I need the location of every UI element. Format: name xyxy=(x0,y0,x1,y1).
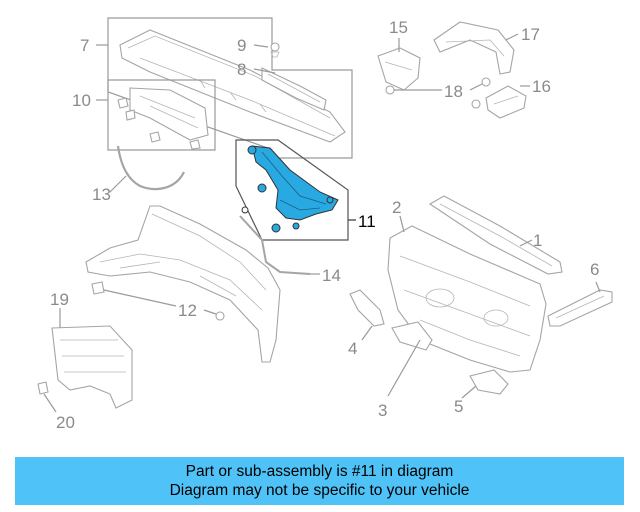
part-14-hose xyxy=(239,215,311,275)
callout-18: 18 xyxy=(444,82,463,101)
callout-9: 9 xyxy=(237,36,246,55)
callout-8: 8 xyxy=(237,60,246,79)
part-20-clip xyxy=(37,381,49,395)
group-box-11 xyxy=(235,139,349,241)
part-13-hose xyxy=(116,145,185,191)
callout-11: 11 xyxy=(358,212,376,231)
part-5-bracket xyxy=(469,369,509,395)
group-box-10 xyxy=(107,79,216,151)
callout-13: 13 xyxy=(92,185,111,204)
callout-4: 4 xyxy=(348,339,357,358)
left-cowl-side-assembly xyxy=(85,205,281,363)
part-9-clip xyxy=(270,42,280,58)
part-11-cowl-bracket-highlighted xyxy=(241,145,339,233)
callout-19: 19 xyxy=(50,290,69,309)
banner-line-1: Part or sub-assembly is #11 in diagram xyxy=(185,463,454,480)
callout-20: 20 xyxy=(56,413,75,432)
part-8-cowl-grille xyxy=(261,67,327,111)
callout-1: 1 xyxy=(533,231,542,250)
part-12-fastener xyxy=(91,281,225,321)
part-18-grommets xyxy=(385,77,491,109)
part-10-bracket-assembly xyxy=(117,87,209,150)
callout-2: 2 xyxy=(392,198,401,217)
banner-line-2: Diagram may not be specific to your vehi… xyxy=(169,482,470,499)
callout-6: 6 xyxy=(590,260,599,279)
part-6-bracket xyxy=(547,289,613,327)
callout-10: 10 xyxy=(72,91,91,110)
callout-3: 3 xyxy=(378,401,387,420)
callout-5: 5 xyxy=(454,397,463,416)
part-11-body xyxy=(251,145,339,221)
callout-12: 12 xyxy=(178,301,197,320)
part-3-bracket xyxy=(391,321,433,351)
callout-14: 14 xyxy=(322,266,341,285)
callout-7: 7 xyxy=(80,36,89,55)
part-17-reinforcement xyxy=(433,21,515,75)
part-4-bracket xyxy=(349,289,385,327)
part-19-dash-panel xyxy=(51,325,133,409)
callout-17: 17 xyxy=(521,25,540,44)
info-banner: Part or sub-assembly is #11 in diagram D… xyxy=(15,457,624,505)
part-15-bracket xyxy=(377,47,421,91)
parts-diagram: 7 9 8 10 13 11 15 17 xyxy=(37,17,613,432)
part-16-bracket xyxy=(485,85,527,119)
part-1-cowl-top xyxy=(428,195,563,275)
callout-16: 16 xyxy=(532,77,551,96)
part-7-cowl-top-panel xyxy=(119,29,346,143)
callout-15: 15 xyxy=(389,18,408,37)
